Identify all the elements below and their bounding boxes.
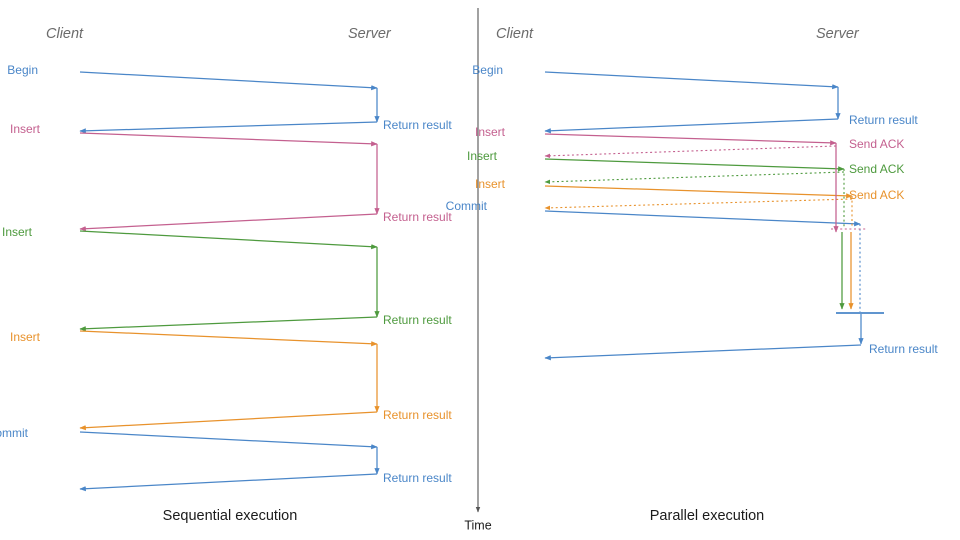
- sequential-insert1-response-arrow: [79, 213, 378, 232]
- parallel-begin-request-label: Begin: [472, 63, 503, 77]
- sequential-insert2-request-arrow: [79, 230, 378, 250]
- parallel-begin-response-label: Return result: [849, 113, 918, 127]
- sequential-commit-response-label: Return result: [383, 471, 452, 485]
- parallel-insert1-request-arrow: [544, 133, 837, 146]
- sequential-commit-request-label: Commit: [0, 426, 29, 440]
- sequential-insert2-request-label: Insert: [2, 225, 33, 239]
- sequential-insert3-response-label: Return result: [383, 408, 452, 422]
- parallel-commit-request-label: Commit: [446, 199, 488, 213]
- sequential-insert1-request-label: Insert: [10, 122, 41, 136]
- panel-caption-sequential: Sequential execution: [163, 508, 298, 524]
- parallel-insert3-request-label: Insert: [475, 177, 506, 191]
- lane-header-client-parallel: Client: [496, 26, 534, 42]
- sequential-insert1-request-arrow: [79, 132, 378, 147]
- sequential-insert1-response-label: Return result: [383, 210, 452, 224]
- parallel-insert2-ack-label: Send ACK: [849, 162, 904, 176]
- parallel-commit-response-arrow: [544, 344, 862, 361]
- parallel-insert2-ack-arrow: [544, 171, 845, 185]
- parallel-insert1-ack-arrow: [544, 145, 837, 159]
- time-axis: Time: [464, 8, 492, 532]
- lane-header-server-parallel: Server: [816, 26, 860, 42]
- sequential-insert2-response-label: Return result: [383, 313, 452, 327]
- parallel-insert3-request-arrow: [544, 185, 853, 199]
- parallel-insert3-ack-label: Send ACK: [849, 188, 904, 202]
- sequential-commit-request-arrow: [79, 431, 378, 450]
- sequential-begin-response-label: Return result: [383, 118, 452, 132]
- parallel-commit-response-label: Return result: [869, 342, 938, 356]
- parallel-begin-request-arrow: [544, 71, 839, 90]
- panel-caption-parallel: Parallel execution: [650, 508, 764, 524]
- parallel-begin-response-arrow: [544, 118, 839, 134]
- parallel-insert1-ack-label: Send ACK: [849, 137, 904, 151]
- parallel-insert1-request-label: Insert: [475, 125, 506, 139]
- sequential-begin-request-label: Begin: [7, 63, 38, 77]
- parallel-insert2-request-label: Insert: [467, 149, 498, 163]
- parallel-commit-request-arrow: [544, 210, 861, 227]
- sequential-insert3-request-label: Insert: [10, 330, 41, 344]
- sequential-commit-response-arrow: [79, 473, 378, 492]
- lane-header-client-sequential: Client: [46, 26, 84, 42]
- parallel-insert3-ack-arrow: [544, 198, 853, 211]
- lane-header-server-sequential: Server: [348, 26, 392, 42]
- sequential-insert3-request-arrow: [79, 330, 378, 347]
- parallel-insert2-request-arrow: [544, 158, 845, 172]
- sequential-insert2-response-arrow: [79, 316, 378, 332]
- sequential-begin-request-arrow: [79, 71, 378, 91]
- time-axis-label: Time: [464, 518, 491, 532]
- sequential-begin-response-arrow: [79, 121, 378, 134]
- sequential-insert3-response-arrow: [79, 411, 378, 431]
